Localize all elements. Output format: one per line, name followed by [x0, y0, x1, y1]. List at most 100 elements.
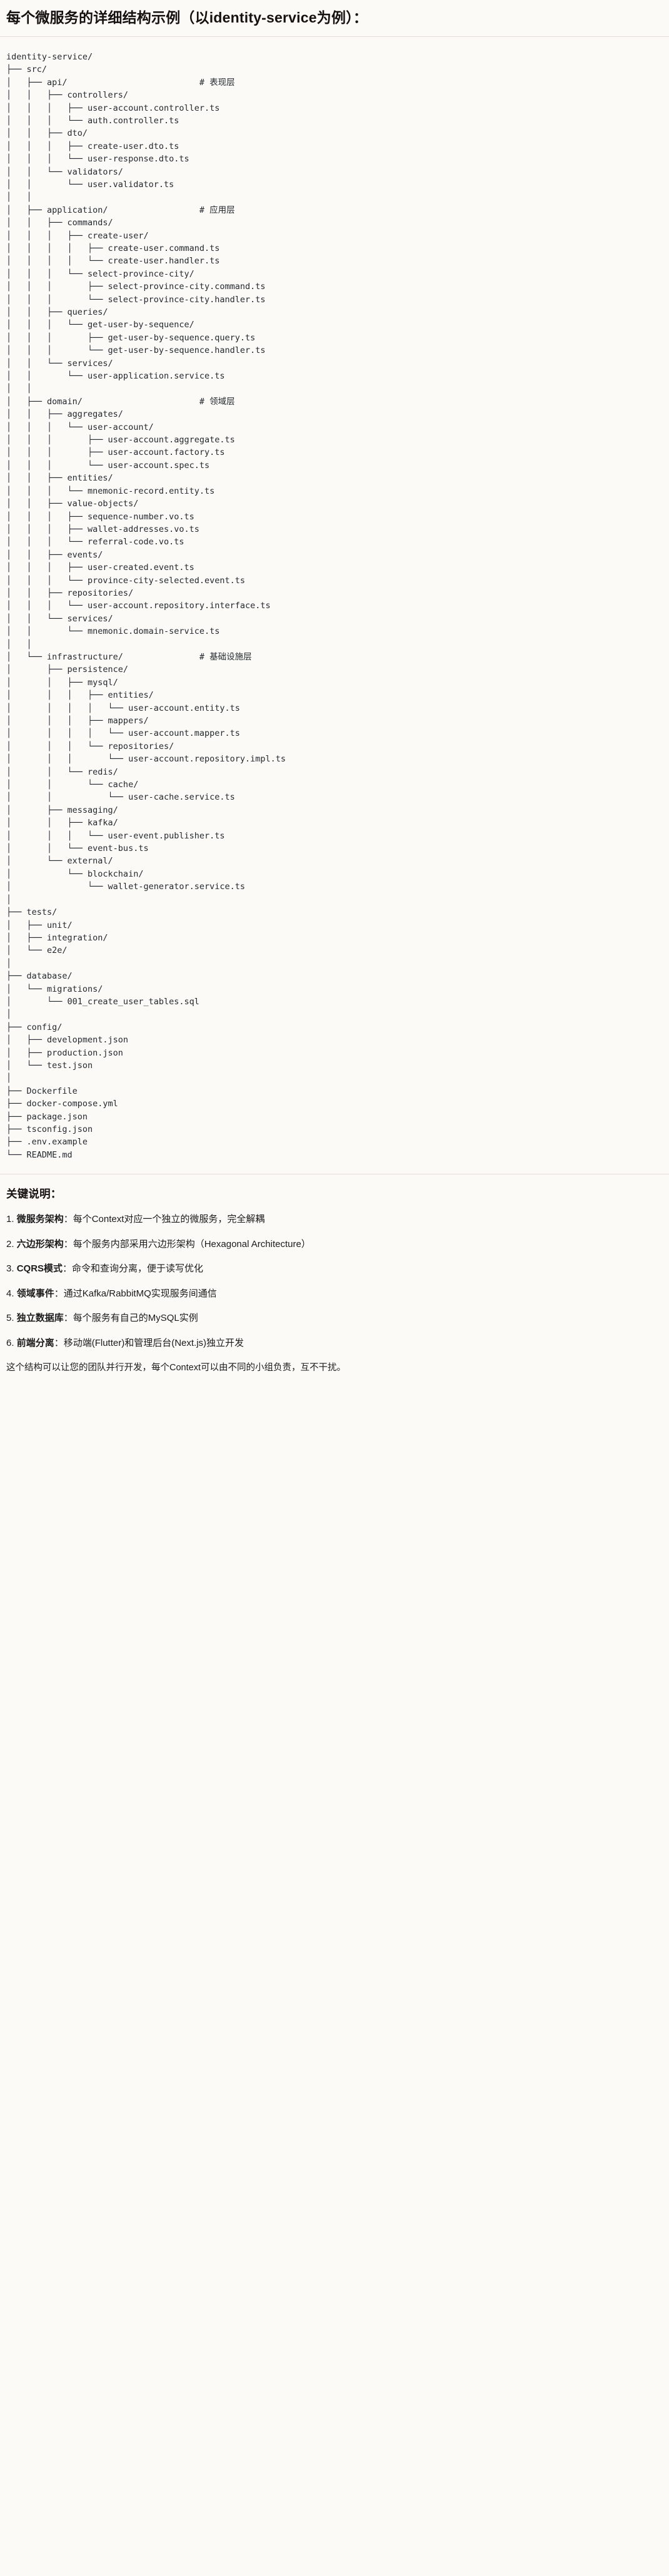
key-note-separator: ： — [63, 1263, 73, 1275]
tree-line: │ │ │ └── get-user-by-sequence/ — [6, 320, 194, 330]
key-note-separator: ： — [63, 1313, 73, 1324]
tree-line: ├── docker-compose.yml — [6, 1099, 118, 1109]
key-note-item: 1. 微服务架构：每个Context对应一个独立的微服务，完全解耦 — [6, 1213, 661, 1227]
key-note-separator: ： — [54, 1337, 64, 1348]
tree-line: │ └── migrations/ — [6, 984, 103, 994]
tree-line: │ └── external/ — [6, 856, 113, 867]
tree-line: │ │ │ ├── user-account.controller.ts — [6, 103, 220, 113]
tree-line: │ │ │ ├── user-created.event.ts — [6, 563, 194, 573]
tree-line: │ │ │ └── user-account.repository.impl.t… — [6, 754, 286, 765]
tree-line: │ │ │ └── user-account/ — [6, 422, 154, 432]
tree-line: │ │ │ └── mnemonic-record.entity.ts — [6, 486, 215, 496]
key-note-term: 领域事件 — [16, 1288, 54, 1299]
tree-line: │ └── wallet-generator.service.ts — [6, 882, 246, 892]
tree-line: │ — [6, 1009, 12, 1020]
tree-line: │ ├── messaging/ — [6, 805, 118, 815]
tree-line-comment: # 基础设施层 — [199, 651, 252, 662]
tree-line: │ └── infrastructure/ # 基础设施层 — [6, 651, 252, 662]
key-note-item: 3. CQRS模式：命令和查询分离，便于读写优化 — [6, 1262, 661, 1276]
tree-line: │ │ ├── kafka/ — [6, 818, 118, 828]
key-note-number: 2. — [6, 1238, 14, 1250]
tree-line: │ │ │ ├── create-user/ — [6, 230, 149, 241]
tree-line: │ └── 001_create_user_tables.sql — [6, 996, 199, 1007]
tree-line: │ │ │ ├── get-user-by-sequence.query.ts — [6, 332, 256, 343]
tree-line: │ │ │ └── repositories/ — [6, 741, 174, 751]
tree-line: │ ├── integration/ — [6, 932, 108, 943]
tree-line-comment: # 领域层 — [199, 396, 235, 407]
tree-line: │ │ │ ├── user-account.factory.ts — [6, 447, 225, 458]
tree-line: identity-service/ — [6, 51, 93, 62]
key-note-item: 5. 独立数据库：每个服务有自己的MySQL实例 — [6, 1311, 661, 1326]
key-note-separator: ： — [63, 1238, 73, 1250]
tree-line: │ │ │ └── referral-code.vo.ts — [6, 537, 184, 547]
key-note-separator: ： — [54, 1288, 64, 1299]
key-note-text: 通过Kafka/RabbitMQ实现服务间通信 — [63, 1288, 217, 1299]
key-notes-block: 关键说明： 1. 微服务架构：每个Context对应一个独立的微服务，完全解耦 2… — [0, 1174, 669, 1389]
key-note-item: 6. 前端分离：移动端(Flutter)和管理后台(Next.js)独立开发 — [6, 1336, 661, 1351]
tree-line: │ │ └── user-cache.service.ts — [6, 792, 235, 803]
tree-line: ├── tests/ — [6, 907, 58, 918]
tree-line: │ │ │ └── user-response.dto.ts — [6, 154, 189, 165]
tree-line: │ │ │ ├── create-user.dto.ts — [6, 141, 179, 151]
key-note-number: 4. — [6, 1288, 14, 1299]
tree-line: │ │ ├── commands/ — [6, 218, 113, 228]
tree-line: │ │ │ │ └── create-user.handler.ts — [6, 256, 220, 267]
tree-line: │ │ — [6, 384, 32, 394]
tree-line: │ │ ├── controllers/ — [6, 90, 129, 101]
directory-tree-block: identity-service/ ├── src/ │ ├── api/ # 表现… — [0, 37, 669, 1174]
page-title: 每个微服务的详细结构示例（以identity-service为例）： — [6, 9, 368, 26]
key-notes-title: 关键说明： — [6, 1188, 62, 1201]
tree-line: │ — [6, 894, 12, 905]
tree-line: │ — [6, 958, 12, 969]
tree-line: │ │ │ └── user-account.repository.interf… — [6, 601, 271, 611]
divider-top — [0, 36, 669, 37]
tree-line: │ │ ├── value-objects/ — [6, 499, 139, 509]
tree-line: ├── .env.example — [6, 1137, 88, 1148]
tree-line: │ │ ├── mysql/ — [6, 677, 118, 688]
key-note-text: 命令和查询分离，便于读写优化 — [72, 1263, 204, 1275]
tree-line: │ ├── persistence/ — [6, 664, 129, 675]
tree-line: ├── Dockerfile — [6, 1086, 78, 1096]
tree-line: │ │ ├── entities/ — [6, 473, 113, 484]
tree-line: │ │ │ │ └── user-account.mapper.ts — [6, 728, 240, 739]
tree-line: └── README.md — [6, 1149, 73, 1160]
key-note-term: 前端分离 — [16, 1337, 54, 1348]
tree-line: │ │ │ │ ├── create-user.command.ts — [6, 243, 220, 253]
tree-line: │ ├── api/ # 表现层 — [6, 77, 235, 88]
directory-tree: identity-service/ ├── src/ │ ├── api/ # 表现… — [6, 51, 663, 1161]
key-note-term: 微服务架构 — [16, 1214, 64, 1225]
tree-line: │ └── e2e/ — [6, 945, 68, 956]
tree-line: ├── config/ — [6, 1022, 63, 1032]
tree-line: │ │ └── user.validator.ts — [6, 179, 174, 190]
key-note-text: 移动端(Flutter)和管理后台(Next.js)独立开发 — [63, 1337, 244, 1348]
tree-line: │ └── blockchain/ — [6, 868, 144, 879]
tree-line: │ │ │ └── get-user-by-sequence.handler.t… — [6, 345, 266, 356]
tree-line: │ │ │ └── select-province-city.handler.t… — [6, 294, 266, 305]
tree-line: │ └── test.json — [6, 1060, 93, 1071]
tree-line: │ │ │ └── province-city-selected.event.t… — [6, 575, 246, 586]
tree-line-comment: # 应用层 — [199, 205, 235, 215]
tree-line: │ │ │ └── user-account.spec.ts — [6, 460, 210, 471]
tree-line: │ │ — [6, 192, 32, 203]
tree-line: │ │ │ ├── wallet-addresses.vo.ts — [6, 524, 199, 534]
tree-line: │ │ │ ├── select-province-city.command.t… — [6, 282, 266, 292]
tree-line: │ │ │ │ └── user-account.entity.ts — [6, 703, 240, 713]
document-page: 每个微服务的详细结构示例（以identity-service为例）： ident… — [0, 9, 669, 1389]
key-note-separator: ： — [63, 1214, 73, 1225]
tree-line: │ ├── domain/ # 领域层 — [6, 396, 235, 407]
key-note-number: 3. — [6, 1263, 14, 1275]
key-note-text: 每个服务有自己的MySQL实例 — [73, 1313, 198, 1324]
tree-line: │ │ ├── aggregates/ — [6, 409, 123, 420]
tree-line: │ ├── development.json — [6, 1035, 129, 1046]
tree-line: ├── package.json — [6, 1111, 88, 1122]
key-note-number: 6. — [6, 1337, 14, 1348]
key-note-text: 每个Context对应一个独立的微服务，完全解耦 — [73, 1214, 265, 1225]
tree-line: │ │ ├── dto/ — [6, 128, 88, 139]
tree-line: ├── src/ — [6, 64, 48, 75]
tree-line: │ ├── application/ # 应用层 — [6, 205, 235, 215]
tree-line: │ │ │ ├── user-account.aggregate.ts — [6, 435, 235, 445]
tree-line: │ ├── unit/ — [6, 920, 73, 930]
tree-line: │ │ │ └── auth.controller.ts — [6, 115, 179, 126]
tree-line: │ │ │ └── user-event.publisher.ts — [6, 830, 225, 841]
